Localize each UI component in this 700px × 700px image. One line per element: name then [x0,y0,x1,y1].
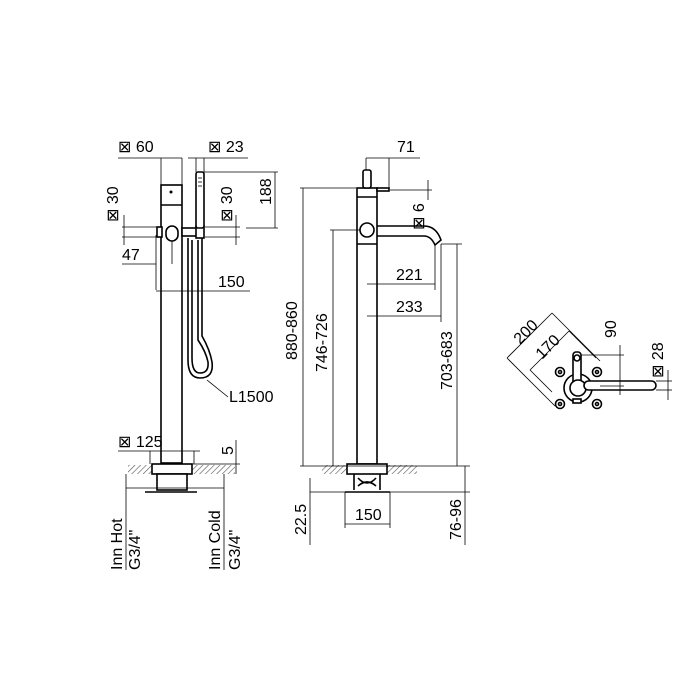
inlet-cold-label: Inn Cold [207,510,224,570]
dim-spout-outlet-height: 703-683 [439,331,456,390]
inlet-hot-label: Inn Hot [109,518,126,570]
dim-hose-length: L1500 [229,389,274,406]
dim-spout-reach-inner: 221 [396,267,423,284]
dim-spout-size: ⊠ 28 [650,342,667,378]
top-view: 200 170 90 ⊠ 28 [506,312,672,410]
inlet-hot-thread: G3/4" [127,530,144,570]
dim-base-height: 5 [220,446,237,455]
dim-install-depth: 76-96 [448,499,465,540]
dim-base-size: ⊠ 125 [118,434,163,451]
dim-total-height: 880-860 [284,301,301,360]
dim-plate-width: 150 [355,507,382,524]
dim-handshower-width: ⊠ 23 [208,139,244,156]
handle-knob [165,225,179,242]
dim-spout-reach-outer: 233 [396,299,423,316]
dim-hose-offset: 150 [218,274,245,291]
dim-handle-size-right: ⊠ 30 [219,186,236,222]
side-view: 71 ⊠ 6 880-860 746-726 703-683 221 233 2… [284,139,470,545]
dim-lever-size: ⊠ 6 [411,203,428,230]
dim-flange-outer: 200 [511,317,542,348]
inlet-cold-thread: G3/4" [227,530,244,570]
dim-lever-offset: 71 [397,139,415,156]
dim-body-width: ⊠ 60 [118,139,154,156]
dim-handle-offset: 47 [122,247,140,264]
body-column [160,184,183,464]
dim-handle-size-left: ⊠ 30 [105,186,122,222]
handshower [195,171,205,229]
shower-hose [187,238,214,379]
dim-flange-inner: 170 [533,332,564,363]
dim-spout-axis-height: 746-726 [314,313,331,372]
dim-handshower-height: 188 [258,178,275,205]
spout [377,225,442,247]
dim-below-floor: 22.5 [293,504,310,535]
base-flange [151,463,193,475]
front-view: ⊠ 60 ⊠ 23 188 ⊠ 30 ⊠ 30 47 150 L1500 ⊠ 1… [105,139,278,570]
handle-knob [359,222,375,238]
lever [362,169,372,189]
dim-handle-offset-top: 90 [603,320,620,338]
